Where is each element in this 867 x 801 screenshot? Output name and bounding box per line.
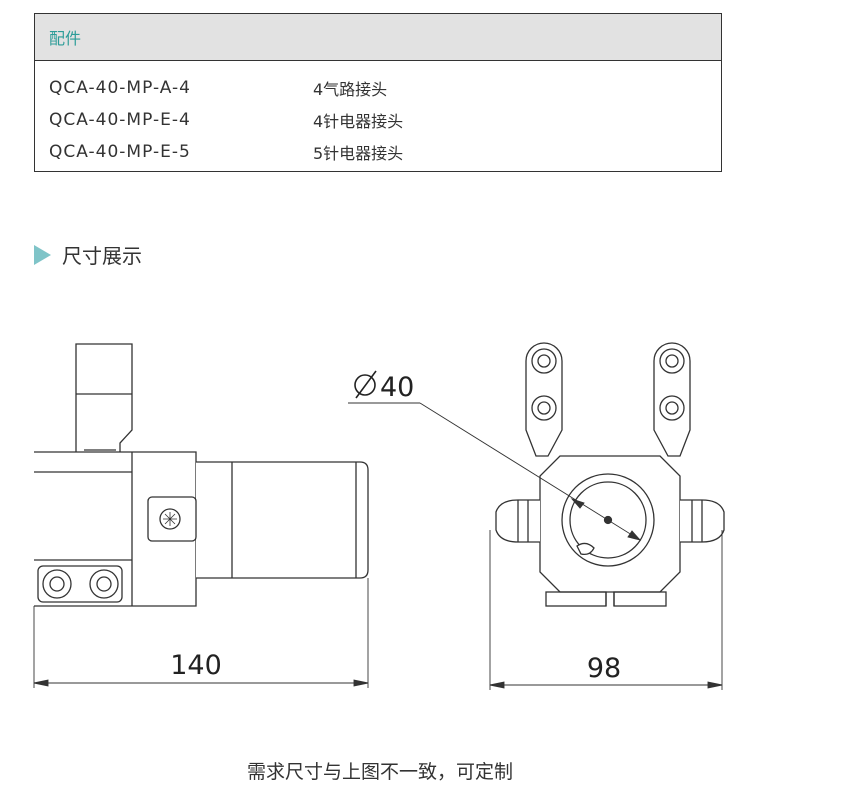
- part-code: QCA-40-MP-E-4: [49, 110, 191, 130]
- section-heading: 尺寸展示: [34, 240, 142, 269]
- length-dimension: [33, 578, 369, 688]
- part-code: QCA-40-MP-E-5: [49, 142, 191, 162]
- side-view: [34, 343, 369, 607]
- table-row: QCA-40-MP-E-5 5针电器接头: [35, 136, 721, 168]
- diameter-leader: [348, 402, 642, 541]
- table-row: QCA-40-MP-E-4 4针电器接头: [35, 104, 721, 136]
- part-name: 5针电器接头: [313, 144, 404, 163]
- front-view: [495, 342, 725, 607]
- accessories-table-header: 配件: [35, 14, 721, 61]
- customization-note: 需求尺寸与上图不一致，可定制: [246, 761, 513, 783]
- accessories-header-label: 配件: [49, 29, 82, 48]
- part-code: QCA-40-MP-A-4: [49, 78, 191, 98]
- dimension-drawing: 140 40: [33, 342, 725, 690]
- width-label: 98: [587, 653, 621, 684]
- accessories-rows: QCA-40-MP-A-4 4气路接头 QCA-40-MP-E-4 4针电器接头…: [35, 61, 721, 168]
- diameter-label: 40: [380, 372, 414, 403]
- table-row: QCA-40-MP-A-4 4气路接头: [35, 72, 721, 104]
- accessories-table: 配件 QCA-40-MP-A-4 4气路接头 QCA-40-MP-E-4 4针电…: [34, 13, 722, 172]
- width-dimension: [489, 530, 723, 690]
- diameter-symbol-icon: [354, 370, 377, 399]
- part-name: 4针电器接头: [313, 112, 404, 131]
- part-name: 4气路接头: [313, 80, 388, 99]
- section-title: 尺寸展示: [62, 244, 142, 268]
- length-label: 140: [170, 650, 222, 681]
- triangle-marker-icon: [34, 244, 51, 265]
